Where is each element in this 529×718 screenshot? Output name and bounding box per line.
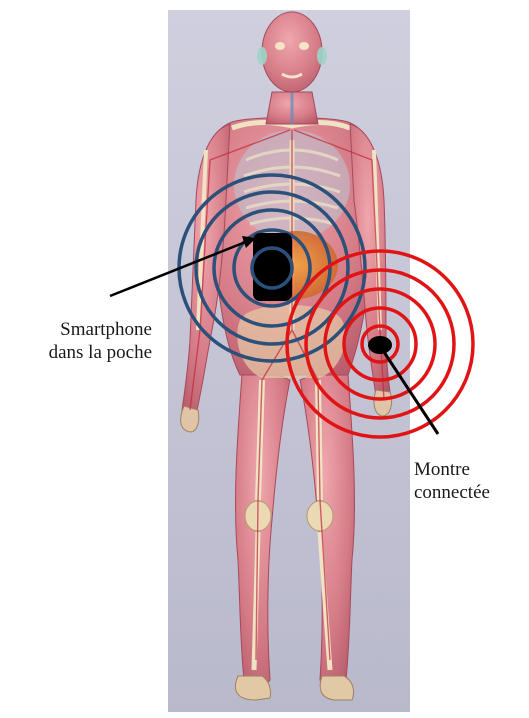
watch-label: Montre connectée xyxy=(414,458,526,504)
smartphone-icon xyxy=(252,233,292,301)
smartphone-label: Smartphone dans la poche xyxy=(14,318,152,364)
smartwatch-icon xyxy=(368,336,392,354)
watch-label-line-1: Montre xyxy=(414,458,526,481)
watch-label-line-2: connectée xyxy=(414,481,526,504)
smartphone-label-line-2: dans la poche xyxy=(14,341,152,364)
smartphone-label-line-1: Smartphone xyxy=(14,318,152,341)
